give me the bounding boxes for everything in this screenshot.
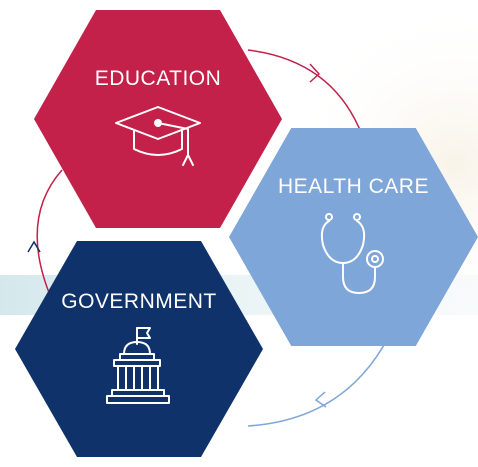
cycle-arrow-left <box>314 391 327 408</box>
cycle-arc-government-to-education <box>36 169 63 301</box>
cycle-arc-health-to-government <box>247 344 385 427</box>
health-care-label: HEALTH CARE <box>278 175 429 198</box>
education-label: EDUCATION <box>94 67 222 90</box>
cycle-arrow-right <box>309 63 321 83</box>
cycle-arrow-up <box>27 240 41 253</box>
capitol-building-icon <box>104 324 174 408</box>
government-label: GOVERNMENT <box>61 290 217 313</box>
stethoscope-icon <box>319 209 389 299</box>
graduation-cap-icon <box>112 101 204 171</box>
